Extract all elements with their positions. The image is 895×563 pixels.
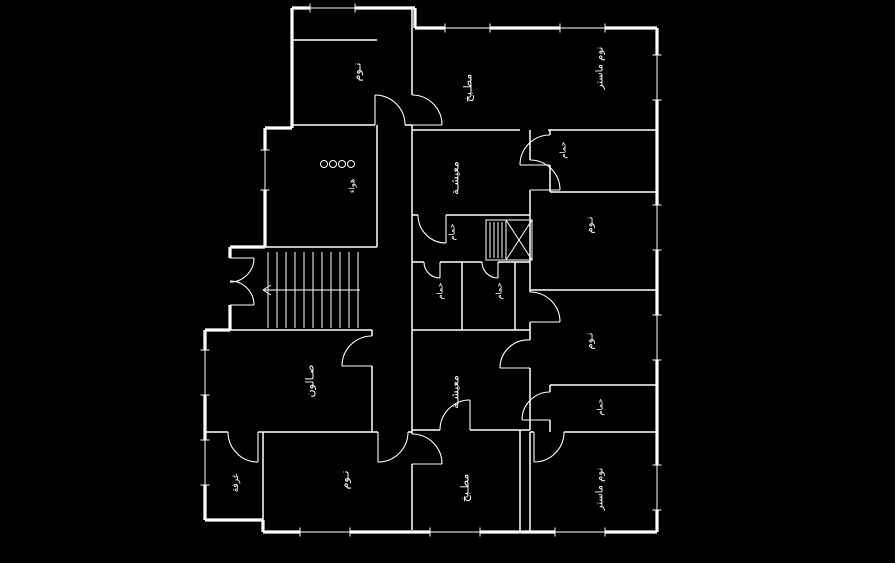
closet-box: [505, 219, 533, 261]
window: [559, 23, 606, 33]
exterior-walls: [203, 6, 659, 534]
door-swing-arc: [439, 399, 471, 431]
duct-hatch: [489, 222, 503, 258]
door-swing-arc: [374, 94, 406, 126]
squiggle-symbol: [329, 160, 337, 168]
window: [260, 149, 270, 191]
door-swing-arc: [499, 339, 531, 369]
door-swing-arc: [411, 94, 443, 126]
door-swing-arc: [229, 257, 255, 283]
door-swing-arc: [533, 431, 565, 463]
door-swing-arc: [521, 391, 551, 421]
squiggle-symbol: [320, 160, 328, 168]
window: [652, 314, 662, 361]
window: [554, 527, 606, 537]
window: [652, 464, 662, 511]
door-swing-arc: [529, 159, 561, 191]
closet-cross: [505, 219, 533, 261]
window: [444, 23, 491, 33]
door-swing-arc: [377, 431, 409, 463]
door-swing-arc: [481, 261, 499, 279]
door-swing-arc: [227, 431, 259, 463]
door-swing-arc: [341, 335, 373, 367]
duct-box: [485, 219, 507, 261]
door-swing-arc: [529, 291, 561, 323]
squiggle-symbol: [338, 160, 346, 168]
window: [200, 439, 210, 486]
door-swing-arc: [519, 134, 551, 166]
window: [652, 54, 662, 101]
staircase: [262, 252, 360, 328]
window: [299, 527, 351, 537]
window: [200, 349, 210, 396]
window: [429, 527, 481, 537]
door-swing-arc: [417, 214, 447, 244]
door-swing-arc: [229, 280, 255, 306]
interior-walls: [205, 8, 657, 532]
window: [309, 3, 356, 13]
door-swing-arc: [411, 433, 443, 465]
door-swing-arc: [423, 261, 441, 279]
window: [652, 204, 662, 251]
squiggle-symbol: [347, 160, 355, 168]
